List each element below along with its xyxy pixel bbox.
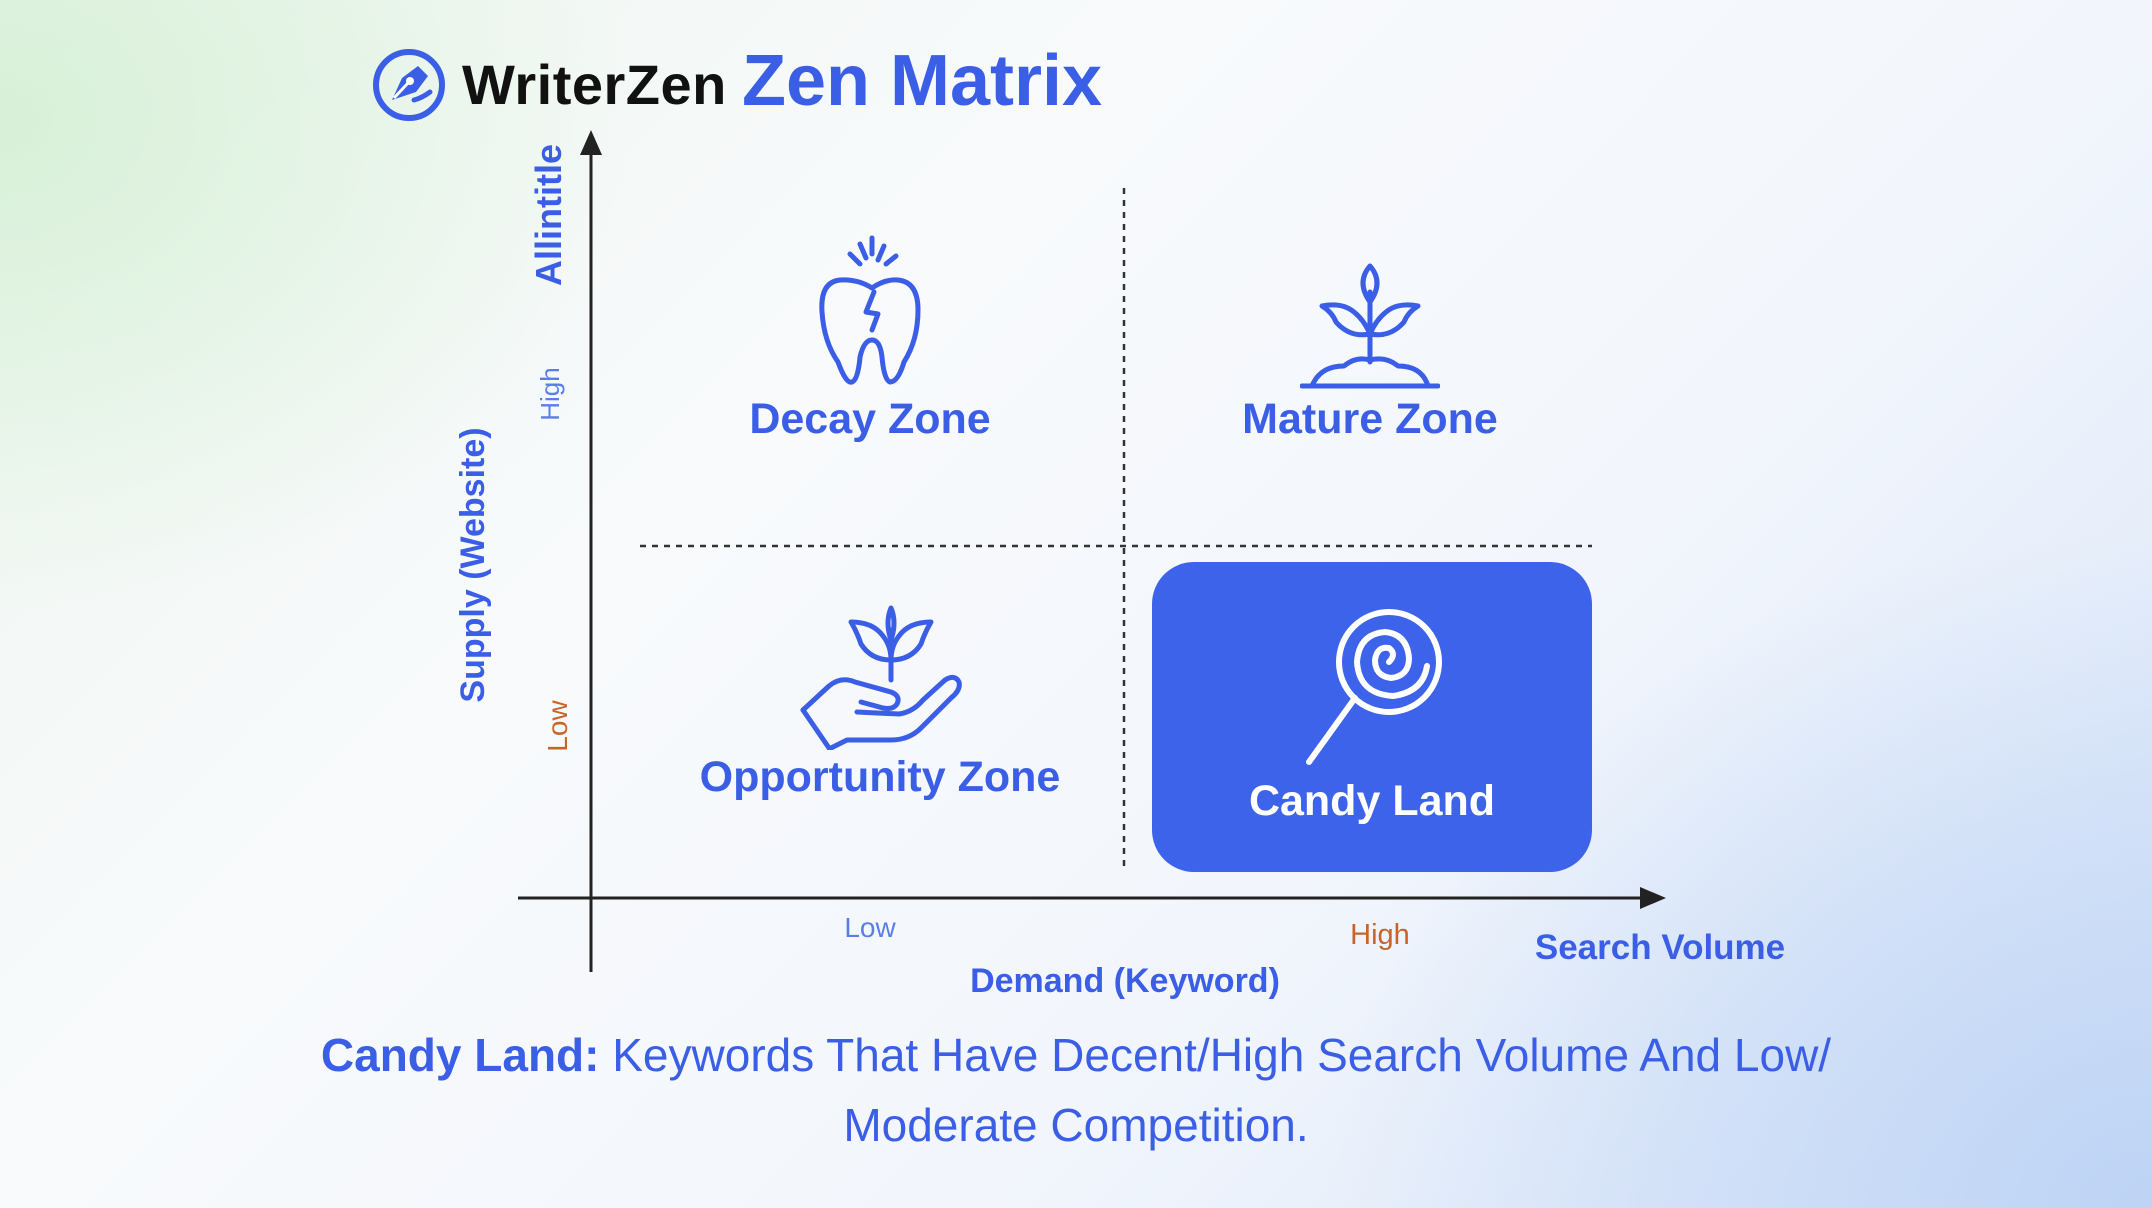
brand-name: WriterZen — [462, 53, 727, 116]
mature-zone: Mature Zone — [1210, 262, 1530, 446]
y-tick-low: Low — [542, 700, 573, 752]
y-tick-high: High — [535, 367, 565, 421]
y-axis-arrow — [580, 130, 602, 155]
y-axis-label: Supply (Website) — [454, 427, 492, 703]
y-axis-top-label: Allintitle — [528, 144, 569, 286]
opportunity-zone: Opportunity Zone — [680, 600, 1080, 804]
candy-land-zone-label: Candy Land — [1248, 777, 1496, 825]
grown-plant-icon — [1300, 263, 1440, 389]
lollipop-icon — [1306, 609, 1442, 765]
writerzen-logo-icon — [373, 49, 445, 121]
x-axis-label: Demand (Keyword) — [970, 962, 1280, 1000]
hand-sprout-icon — [800, 605, 962, 750]
broken-tooth-icon — [819, 235, 921, 385]
page-title: Zen Matrix — [742, 41, 1103, 121]
caption-text: Keywords That Have Decent/High Search Vo… — [599, 1029, 1832, 1151]
caption: Candy Land: Keywords That Have Decent/Hi… — [230, 1020, 1922, 1160]
x-axis-end-label: Search Volume — [1534, 928, 1786, 967]
opportunity-zone-label: Opportunity Zone — [699, 753, 1061, 801]
decay-zone: Decay Zone — [700, 232, 1040, 446]
x-axis-arrow — [1640, 887, 1666, 909]
caption-term: Candy Land: — [320, 1029, 600, 1081]
x-tick-low: Low — [844, 912, 896, 943]
decay-zone-label: Decay Zone — [749, 395, 991, 443]
mature-zone-label: Mature Zone — [1242, 395, 1498, 443]
candy-land-zone: Candy Land — [1152, 562, 1592, 872]
x-tick-high: High — [1350, 919, 1410, 951]
